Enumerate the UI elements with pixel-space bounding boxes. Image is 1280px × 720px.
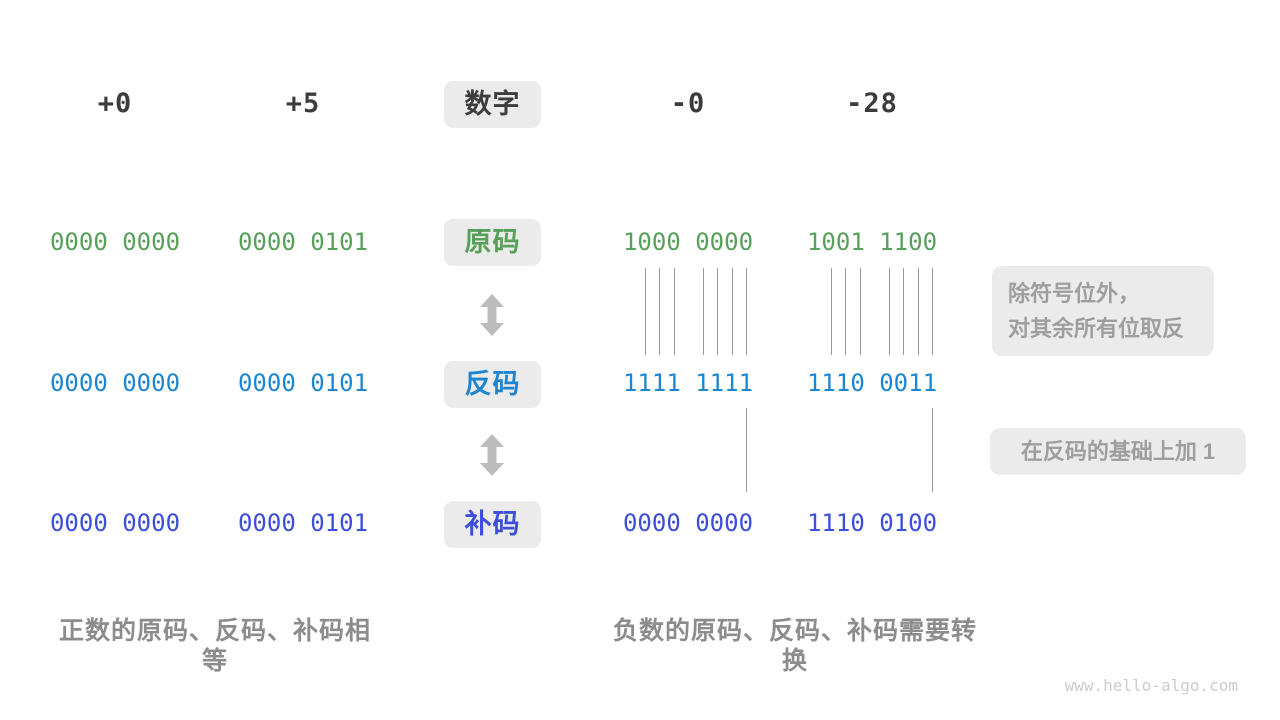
number-minus-0: -0 [670,88,706,119]
sign-magnitude-value: 1001 1100 [806,228,938,256]
sign-magnitude-value: 0000 0101 [237,228,369,256]
bit-connector-line [860,268,861,355]
sign-magnitude-value: 0000 0000 [49,228,181,256]
bit-connector-line [732,268,733,355]
bit-connector-line [831,268,832,355]
ones-complement-value: 0000 0101 [237,369,369,397]
sign-magnitude-label-box: 原码 [444,219,541,266]
sign-magnitude-value: 1000 0000 [622,228,754,256]
number-minus-28: -28 [846,88,898,119]
bit-connector-line [845,268,846,355]
ones-complement-value: 1110 0011 [806,369,938,397]
bit-connector-line [717,268,718,355]
bit-connector-line [746,408,747,492]
bit-connector-line [889,268,890,355]
negative-numbers-caption: 负数的原码、反码、补码需要转换 [612,617,977,675]
number-plus-0: +0 [97,88,133,119]
twos-complement-value: 1110 0100 [806,509,938,537]
twos-complement-value: 0000 0101 [237,509,369,537]
positive-numbers-caption: 正数的原码、反码、补码相等 [58,617,371,675]
ones-complement-value: 0000 0000 [49,369,181,397]
annotation-line: 除符号位外， [1008,281,1141,306]
ones-complement-value: 1111 1111 [622,369,754,397]
ones-complement-label-box: 反码 [444,361,541,408]
invert-bits-annotation: 除符号位外， 对其余所有位取反 [992,266,1214,356]
number-plus-5: +5 [285,88,321,119]
bit-connector-line [703,268,704,355]
up-down-arrow-icon [480,434,504,476]
add-one-annotation: 在反码的基础上加 1 [990,428,1246,475]
bit-connector-line [932,268,933,355]
bit-connector-line [659,268,660,355]
twos-complement-value: 0000 0000 [49,509,181,537]
up-down-arrow-icon [480,294,504,336]
watermark: www.hello-algo.com [1064,676,1238,695]
bit-connector-line [932,408,933,492]
annotation-line: 对其余所有位取反 [1008,316,1185,341]
bit-connector-line [674,268,675,355]
bit-connector-line [645,268,646,355]
bit-connector-line [903,268,904,355]
category-label-box: 数字 [444,81,541,128]
bit-connector-line [918,268,919,355]
bit-connector-line [746,268,747,355]
twos-complement-label-box: 补码 [444,501,541,548]
twos-complement-value: 0000 0000 [622,509,754,537]
